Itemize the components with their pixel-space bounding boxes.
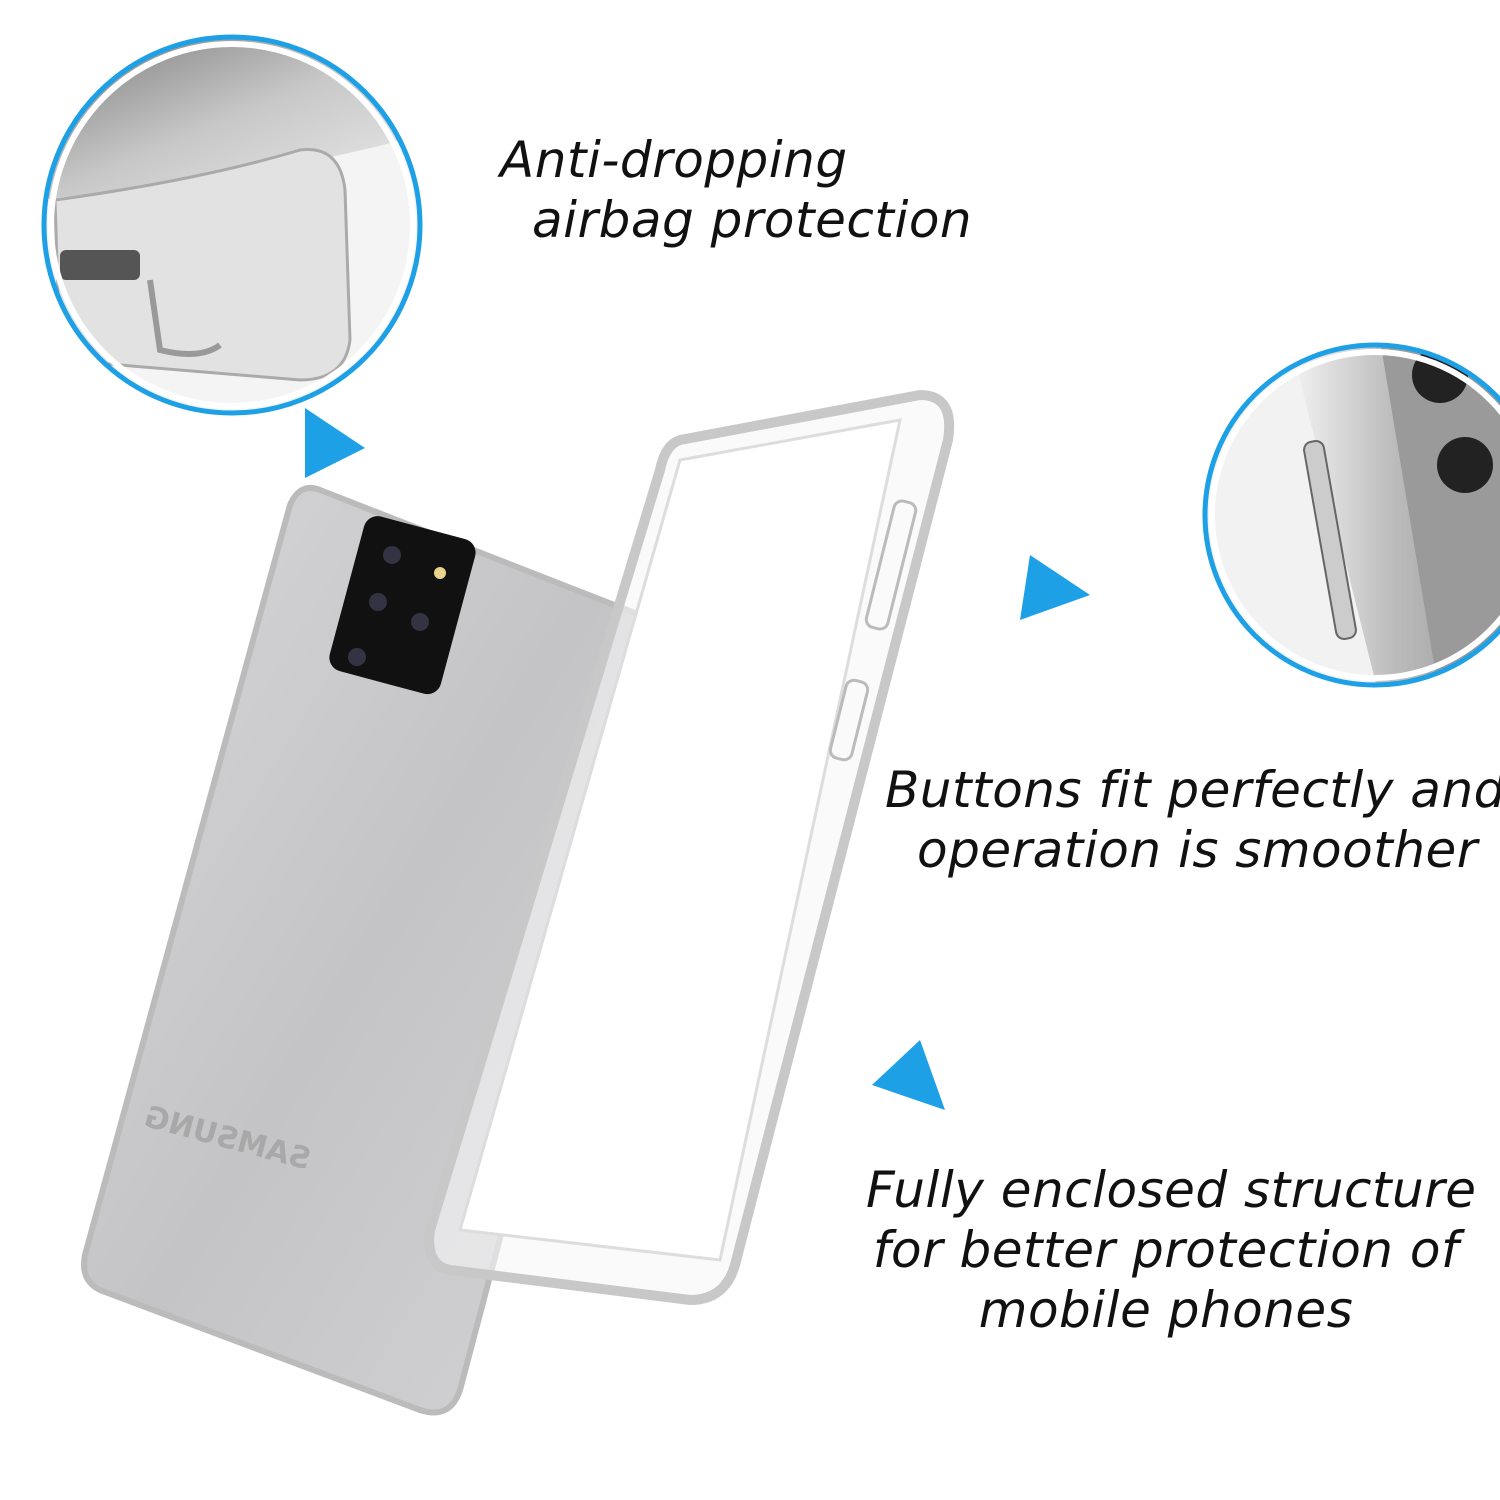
feature-caption-airbag: Anti-dropping airbag protection [500, 130, 972, 250]
caption-line: for better protection of [872, 1221, 1460, 1279]
clear-case [424, 389, 955, 1306]
pointer-triangle-icon [305, 408, 365, 478]
caption-line: Anti-dropping [500, 131, 848, 189]
caption-line: operation is smoother [917, 821, 1478, 879]
pointer-triangle-icon [872, 1040, 945, 1110]
caption-line: mobile phones [978, 1281, 1354, 1339]
caption-line: airbag protection [532, 191, 973, 249]
feature-caption-buttons: Buttons fit perfectly and operation is s… [885, 760, 1500, 880]
feature-caption-enclosed: Fully enclosed structure for better prot… [866, 1160, 1477, 1340]
button-detail-zoom [1202, 342, 1500, 688]
corner-detail-zoom [41, 34, 423, 416]
caption-line: Fully enclosed structure [866, 1161, 1477, 1219]
caption-line: Buttons fit perfectly and [885, 761, 1500, 819]
pointer-triangle-icon [1020, 555, 1090, 620]
